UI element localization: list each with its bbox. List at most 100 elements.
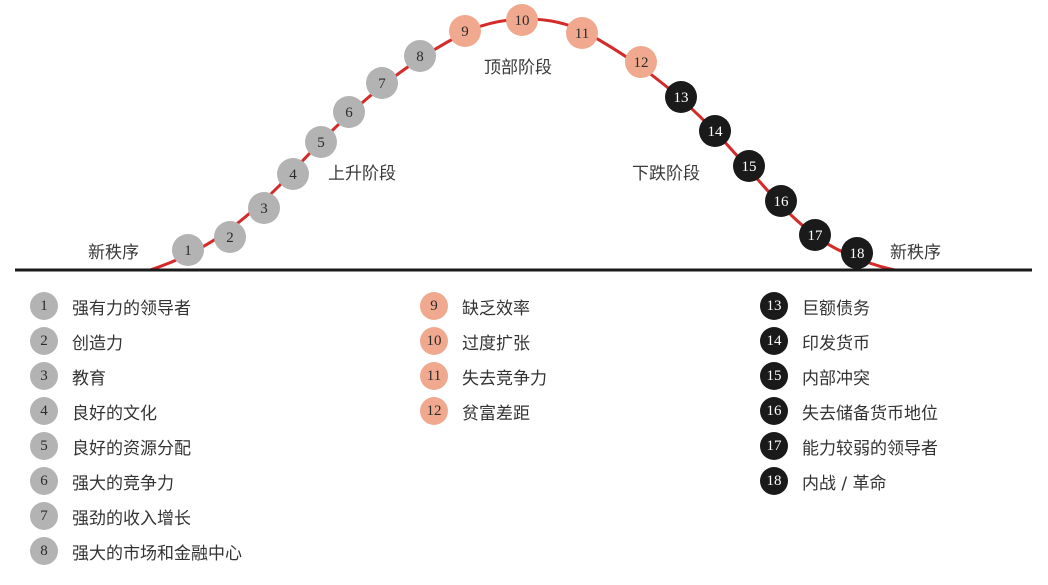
stage-marker-number: 8 bbox=[416, 49, 424, 65]
stage-marker-4: 4 bbox=[277, 158, 309, 190]
stage-marker-3: 3 bbox=[248, 192, 280, 224]
stage-marker-number: 1 bbox=[184, 243, 192, 259]
legend-label: 内战 / 革命 bbox=[802, 473, 887, 494]
legend-badge: 5 bbox=[30, 432, 58, 460]
legend-label: 良好的文化 bbox=[72, 403, 157, 424]
legend-label: 印发货币 bbox=[802, 333, 870, 354]
legend-badge: 10 bbox=[420, 327, 448, 355]
stage-marker-13: 13 bbox=[665, 81, 697, 113]
stage-marker-circle bbox=[248, 192, 280, 224]
legend-badge: 18 bbox=[760, 467, 788, 495]
stage-marker-circle bbox=[699, 115, 731, 147]
stage-marker-circle bbox=[625, 46, 657, 78]
stage-marker-number: 2 bbox=[226, 230, 234, 246]
stage-marker-circle bbox=[665, 81, 697, 113]
stage-marker-circle bbox=[841, 237, 873, 269]
legend-item-9: 9 缺乏效率 bbox=[420, 292, 530, 320]
legend-label: 失去储备货币地位 bbox=[802, 403, 938, 424]
legend-badge: 9 bbox=[420, 292, 448, 320]
legend-badge: 8 bbox=[30, 537, 58, 565]
legend-badge: 16 bbox=[760, 397, 788, 425]
top-phase-label: 顶部阶段 bbox=[484, 58, 552, 78]
legend-label: 创造力 bbox=[72, 333, 123, 354]
legend-item-5: 5 良好的资源分配 bbox=[30, 432, 191, 460]
legend-item-8: 8 强大的市场和金融中心 bbox=[30, 537, 242, 565]
stage-marker-1: 1 bbox=[172, 234, 204, 266]
legend-label: 缺乏效率 bbox=[462, 298, 530, 319]
new-order-left-label: 新秩序 bbox=[88, 243, 139, 263]
legend-badge: 1 bbox=[30, 292, 58, 320]
legend-label: 强大的市场和金融中心 bbox=[72, 543, 242, 564]
stage-marker-10: 10 bbox=[506, 4, 538, 36]
falling-phase-label: 下跌阶段 bbox=[632, 164, 700, 184]
legend-badge: 13 bbox=[760, 292, 788, 320]
legend-badge: 4 bbox=[30, 397, 58, 425]
legend-badge: 12 bbox=[420, 397, 448, 425]
legend-badge: 15 bbox=[760, 362, 788, 390]
stage-marker-circle bbox=[404, 40, 436, 72]
stage-marker-number: 11 bbox=[575, 26, 589, 42]
legend-item-18: 18 内战 / 革命 bbox=[760, 467, 887, 495]
stage-marker-number: 9 bbox=[461, 24, 469, 40]
stage-marker-number: 3 bbox=[260, 201, 268, 217]
cycle-curve bbox=[149, 17, 896, 272]
stage-marker-number: 13 bbox=[674, 90, 689, 106]
new-order-right-label: 新秩序 bbox=[890, 243, 941, 263]
legend-item-1: 1 强有力的领导者 bbox=[30, 292, 191, 320]
legend-label: 巨额债务 bbox=[802, 298, 870, 319]
stage-marker-6: 6 bbox=[333, 96, 365, 128]
legend-badge: 3 bbox=[30, 362, 58, 390]
stage-marker-circle bbox=[305, 126, 337, 158]
stage-marker-circle bbox=[566, 17, 598, 49]
stage-marker-number: 15 bbox=[742, 159, 757, 175]
stage-marker-11: 11 bbox=[566, 17, 598, 49]
stage-marker-circle bbox=[172, 234, 204, 266]
legend-badge: 14 bbox=[760, 327, 788, 355]
stage-marker-18: 18 bbox=[841, 237, 873, 269]
legend-item-6: 6 强大的竞争力 bbox=[30, 467, 174, 495]
legend-label: 贫富差距 bbox=[462, 403, 530, 424]
stage-marker-8: 8 bbox=[404, 40, 436, 72]
stage-marker-number: 6 bbox=[345, 105, 353, 121]
stage-marker-16: 16 bbox=[765, 185, 797, 217]
stage-marker-number: 4 bbox=[289, 167, 297, 183]
legend-badge: 11 bbox=[420, 362, 448, 390]
legend-item-17: 17 能力较弱的领导者 bbox=[760, 432, 938, 460]
legend-item-10: 10 过度扩张 bbox=[420, 327, 530, 355]
legend-item-16: 16 失去储备货币地位 bbox=[760, 397, 938, 425]
stage-marker-number: 14 bbox=[708, 124, 724, 140]
legend-label: 良好的资源分配 bbox=[72, 438, 191, 459]
legend-label: 强大的竞争力 bbox=[72, 473, 174, 494]
stage-marker-circle bbox=[733, 150, 765, 182]
legend-badge: 6 bbox=[30, 467, 58, 495]
stage-marker-12: 12 bbox=[625, 46, 657, 78]
legend-item-11: 11 失去竞争力 bbox=[420, 362, 547, 390]
stage-marker-circle bbox=[333, 96, 365, 128]
legend-item-4: 4 良好的文化 bbox=[30, 397, 157, 425]
stage-marker-circle bbox=[277, 158, 309, 190]
legend-badge: 17 bbox=[760, 432, 788, 460]
stage-marker-circle bbox=[366, 67, 398, 99]
legend-label: 能力较弱的领导者 bbox=[802, 438, 938, 459]
stage-marker-circle bbox=[506, 4, 538, 36]
stage-marker-circle bbox=[449, 15, 481, 47]
stage-marker-2: 2 bbox=[214, 221, 246, 253]
legend-item-12: 12 贫富差距 bbox=[420, 397, 530, 425]
legend-label: 失去竞争力 bbox=[462, 368, 547, 389]
stage-marker-14: 14 bbox=[699, 115, 731, 147]
stage-marker-number: 5 bbox=[317, 135, 325, 151]
stage-marker-circle bbox=[799, 219, 831, 251]
stage-marker-5: 5 bbox=[305, 126, 337, 158]
stage-marker-number: 18 bbox=[850, 246, 865, 262]
stage-marker-15: 15 bbox=[733, 150, 765, 182]
stage-marker-number: 7 bbox=[378, 76, 386, 92]
legend-label: 强有力的领导者 bbox=[72, 298, 191, 319]
legend-badge: 7 bbox=[30, 502, 58, 530]
stage-marker-number: 16 bbox=[774, 194, 790, 210]
legend-label: 过度扩张 bbox=[462, 333, 530, 354]
